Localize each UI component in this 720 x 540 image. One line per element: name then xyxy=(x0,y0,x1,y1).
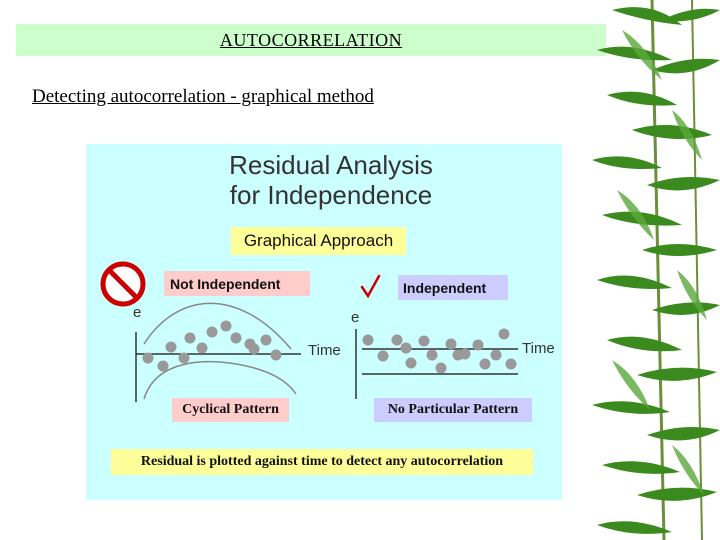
bamboo-leaves-decoration xyxy=(592,0,720,540)
residual-point xyxy=(142,352,154,364)
residual-point xyxy=(260,334,272,346)
figure-title-line2: for Independence xyxy=(229,180,433,210)
residual-point xyxy=(435,362,447,374)
residual-point xyxy=(505,358,517,370)
residual-point xyxy=(445,338,457,350)
checkmark-icon xyxy=(360,274,381,299)
residual-plots xyxy=(100,261,518,402)
residual-point xyxy=(196,342,208,354)
residual-point xyxy=(165,341,177,353)
graphical-approach-label: Graphical Approach xyxy=(231,227,406,255)
residual-point xyxy=(270,349,282,361)
residual-point xyxy=(405,357,417,369)
right-x-axis-label: Time xyxy=(522,340,555,357)
no-particular-pattern-label: No Particular Pattern xyxy=(374,398,532,422)
residual-point xyxy=(479,358,491,370)
residual-point xyxy=(426,349,438,361)
figure-title-line1: Residual Analysis xyxy=(229,150,433,180)
left-y-axis-label: e xyxy=(133,304,142,321)
residual-point xyxy=(418,335,430,347)
residual-point xyxy=(230,332,242,344)
residual-point xyxy=(400,342,412,354)
residual-point xyxy=(248,343,260,355)
random-residual-points xyxy=(362,328,517,374)
residual-point xyxy=(157,360,169,372)
figure-title: Residual Analysis for Independence xyxy=(158,150,504,210)
residual-point xyxy=(498,328,510,340)
lower-envelope-curve xyxy=(143,360,297,400)
residual-analysis-figure: Residual Analysis for Independence Graph… xyxy=(86,144,562,500)
residual-point xyxy=(220,320,232,332)
residual-point xyxy=(472,339,484,351)
upper-envelope-curve xyxy=(143,302,292,350)
slide-title: AUTOCORRELATION xyxy=(219,29,403,50)
slide-subtitle: Detecting autocorrelation - graphical me… xyxy=(32,86,374,107)
residual-point xyxy=(459,348,471,360)
cyclical-residual-points xyxy=(142,320,282,372)
title-bar: AUTOCORRELATION xyxy=(16,24,606,56)
prohibited-icon xyxy=(100,261,146,307)
cyclical-pattern-label: Cyclical Pattern xyxy=(172,398,289,422)
residual-point xyxy=(490,349,502,361)
residual-caption: Residual is plotted against time to dete… xyxy=(111,449,533,475)
right-y-axis-label: e xyxy=(351,309,360,326)
residual-point xyxy=(178,352,190,364)
left-x-axis-label: Time xyxy=(308,342,341,359)
independent-label: Independent xyxy=(398,275,508,300)
residual-point xyxy=(184,332,196,344)
not-independent-label: Not Independent xyxy=(164,271,310,296)
residual-point xyxy=(362,334,374,346)
residual-point xyxy=(377,350,389,362)
residual-point xyxy=(391,334,403,346)
residual-point xyxy=(206,326,218,338)
